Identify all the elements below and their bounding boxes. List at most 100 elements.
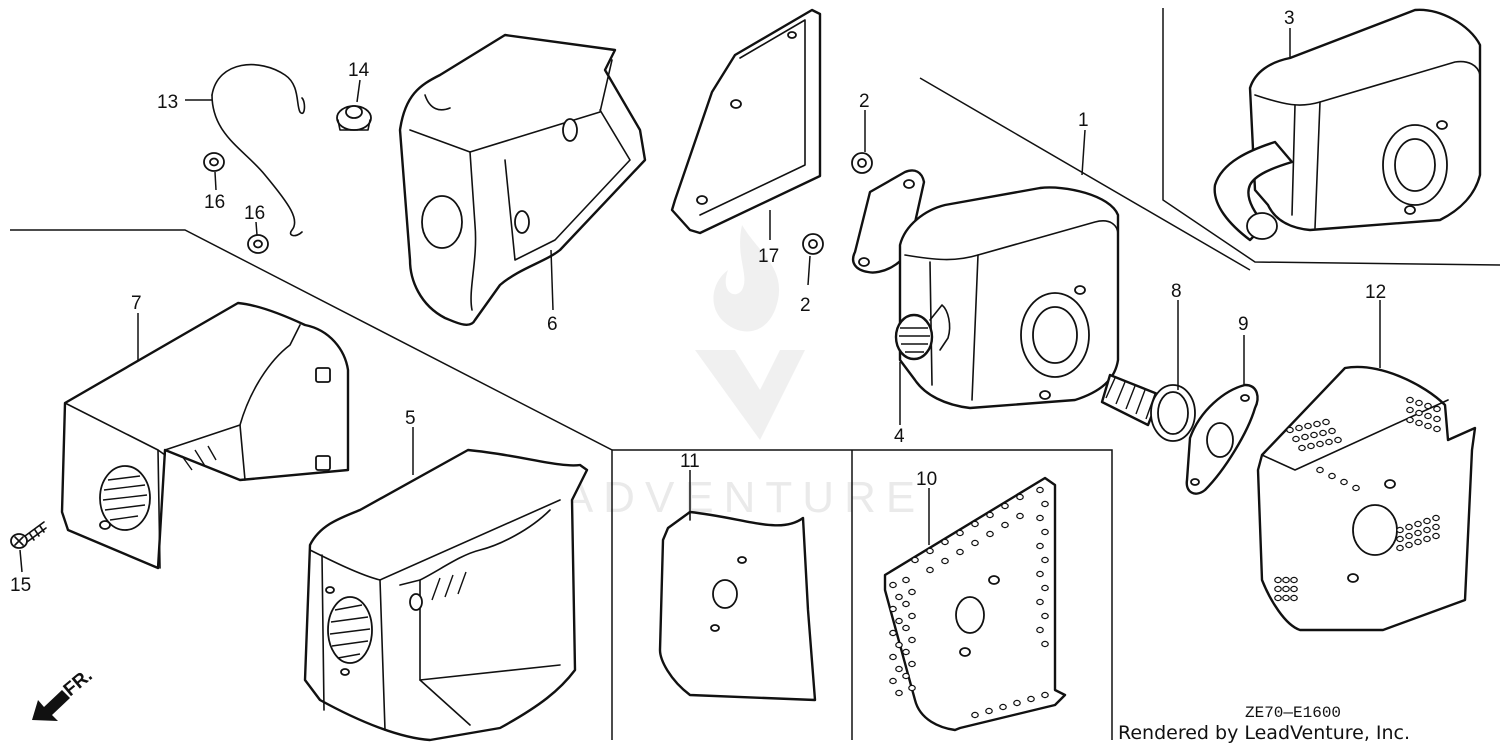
callout-3: 3: [1284, 8, 1295, 29]
perforation-hole: [902, 624, 910, 632]
perforation-hole: [956, 529, 964, 537]
perforation-hole: [1406, 416, 1414, 424]
perforation-hole: [941, 557, 949, 565]
nut-part: [336, 105, 372, 131]
callout-14: 14: [348, 60, 370, 81]
perforation-hole: [889, 629, 897, 637]
perforation-hole: [1041, 640, 1049, 648]
perforation-hole: [1423, 517, 1431, 525]
perforation-hole: [1325, 438, 1333, 446]
callout-13: 13: [157, 92, 178, 113]
perforation-hole: [889, 677, 897, 685]
watermark-logo: [695, 225, 805, 440]
perforation-hole: [941, 538, 949, 546]
perforation-hole: [1301, 433, 1309, 441]
leader-lines: [19, 28, 1381, 573]
perforation-hole: [1433, 425, 1441, 433]
perforation-hole: [902, 648, 910, 656]
perforation-hole: [1036, 598, 1044, 606]
perforation-hole: [1415, 409, 1423, 417]
muffler-protector-upper: [398, 33, 647, 327]
heat-shield-part-12: [1256, 365, 1477, 632]
perforation-hole: [1282, 594, 1290, 602]
perforation-hole: [1423, 535, 1431, 543]
callout-15: 15: [10, 575, 31, 596]
perforation-hole: [895, 689, 903, 697]
perforation-hole: [911, 556, 919, 564]
perforation-hole: [1396, 526, 1404, 534]
perforation-hole: [1313, 420, 1321, 428]
perforation-hole: [1036, 626, 1044, 634]
perforation-hole: [1433, 415, 1441, 423]
perforation-hole: [971, 520, 979, 528]
perforation-hole: [1282, 576, 1290, 584]
perforation-hole: [1290, 576, 1298, 584]
perforation-hole: [1406, 406, 1414, 414]
perforation-hole: [1405, 541, 1413, 549]
callout-16b: 16: [244, 203, 265, 224]
perforation-hole: [1414, 520, 1422, 528]
perforation-hole: [1282, 585, 1290, 593]
perforation-hole: [1396, 535, 1404, 543]
plate-part-10: [883, 476, 1067, 732]
perforation-hole: [985, 707, 993, 715]
perforation-hole: [1290, 585, 1298, 593]
section-lines: [10, 8, 1500, 740]
perforation-hole: [1405, 532, 1413, 540]
callout-10: 10: [916, 469, 937, 490]
callout-11: 11: [680, 451, 700, 472]
perforation-hole: [1316, 440, 1324, 448]
perforation-hole: [1016, 512, 1024, 520]
callout-labels: 1 2 2 3 4 5 6 7 8 9 10 11 12 13 14 15 16…: [10, 8, 1386, 596]
gasket-part: [1185, 383, 1259, 495]
washer-part-16b: [247, 234, 269, 254]
perforation-hole: [1316, 466, 1324, 474]
perforation-hole: [986, 511, 994, 519]
perforation-hole: [1027, 695, 1035, 703]
muffler-part: [894, 186, 1120, 410]
perforation-hole: [908, 588, 916, 596]
perforation-hole: [1415, 419, 1423, 427]
washer-part-2b: [802, 233, 824, 255]
perforation-hole: [1274, 594, 1282, 602]
perforation-hole: [986, 530, 994, 538]
perforation-hole: [1322, 418, 1330, 426]
perforation-hole: [902, 600, 910, 608]
perforation-hole: [1292, 435, 1300, 443]
perforation-hole: [1041, 584, 1049, 592]
perforation-hole: [956, 548, 964, 556]
perforation-hole: [1432, 514, 1440, 522]
perforation-hole: [1036, 542, 1044, 550]
perforation-hole: [1036, 514, 1044, 522]
perforation-hole: [1414, 538, 1422, 546]
perforation-hole: [1304, 422, 1312, 430]
perforation-hole: [1310, 431, 1318, 439]
perforation-hole: [1274, 576, 1282, 584]
callout-17: 17: [758, 246, 779, 267]
perforation-hole: [908, 684, 916, 692]
perforation-hole: [1424, 422, 1432, 430]
perforation-hole: [889, 653, 897, 661]
callout-8: 8: [1171, 281, 1182, 302]
callout-2a: 2: [859, 91, 870, 112]
front-direction-arrow: FR.: [32, 665, 97, 721]
perforation-hole: [1340, 478, 1348, 486]
perforation-hole: [1334, 436, 1342, 444]
diagram-code: ZE70—E1600: [1245, 704, 1342, 722]
perforation-hole: [895, 617, 903, 625]
perforation-hole: [908, 612, 916, 620]
perforation-hole: [926, 566, 934, 574]
perforation-hole: [895, 593, 903, 601]
perforation-hole: [1432, 523, 1440, 531]
washer-part-2a: [851, 152, 873, 174]
perforation-hole: [971, 539, 979, 547]
bracket-part: [670, 8, 822, 235]
washer-part-16a: [203, 152, 225, 172]
spark-arrester-part: [1100, 373, 1196, 442]
callout-6: 6: [547, 314, 558, 335]
callout-9: 9: [1238, 314, 1249, 335]
perforation-hole: [902, 576, 910, 584]
perforation-hole: [1001, 502, 1009, 510]
perforation-hole: [889, 581, 897, 589]
